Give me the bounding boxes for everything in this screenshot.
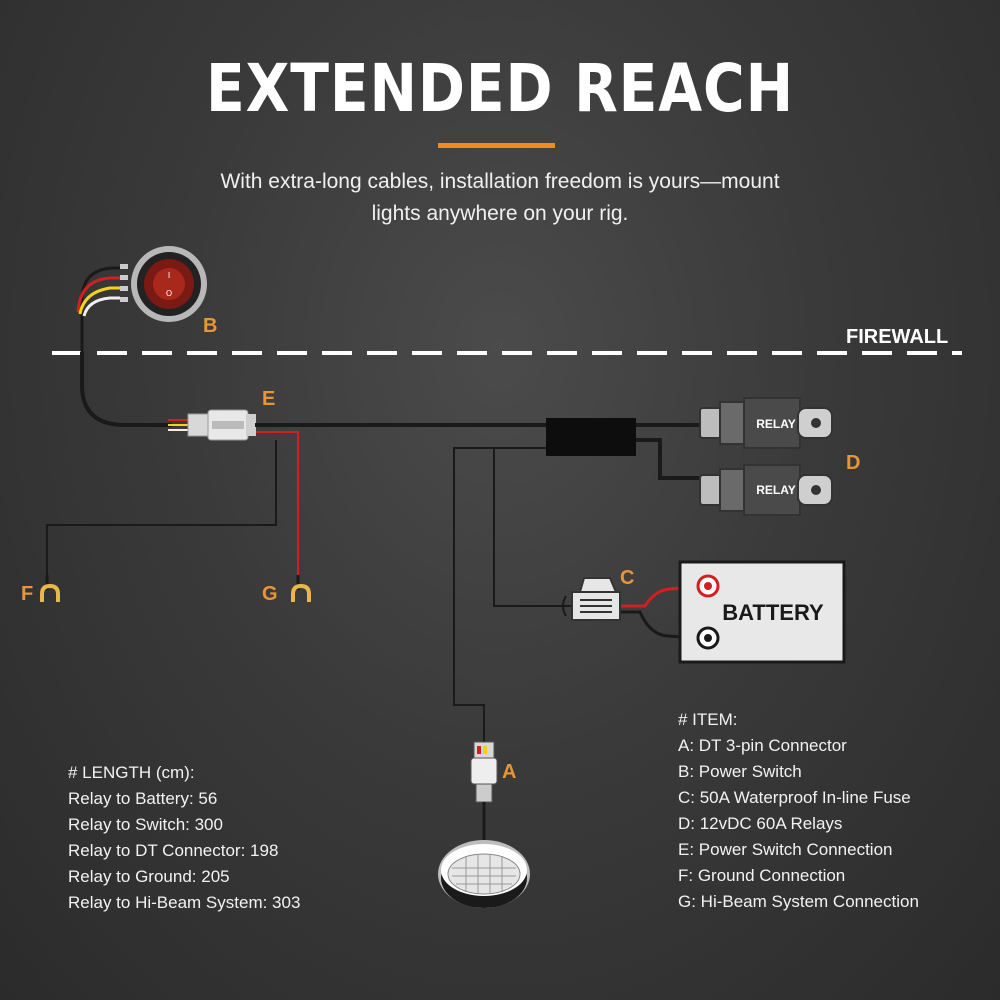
item-row: E: Power Switch Connection (678, 840, 893, 859)
marker-d: D (846, 452, 860, 474)
length-row: Relay to Hi-Beam System: 303 (68, 893, 301, 912)
firewall-label: FIREWALL (846, 326, 949, 348)
item-row: F: Ground Connection (678, 866, 846, 885)
relay-label-1: RELAY (756, 417, 796, 431)
marker-g: G (262, 583, 278, 605)
main-harness (46, 423, 701, 740)
battery: BATTERY (678, 560, 846, 664)
relay-label-2: RELAY (756, 483, 796, 497)
marker-c: C (620, 567, 634, 589)
battery-label: BATTERY (722, 600, 824, 625)
switch-wires (76, 266, 172, 427)
relay-1: RELAY (699, 397, 833, 449)
relay-2: RELAY (699, 464, 833, 516)
item-row: A: DT 3-pin Connector (678, 736, 847, 755)
svg-text:O: O (166, 289, 172, 298)
svg-text:I: I (168, 271, 170, 280)
length-row: Relay to Switch: 300 (68, 815, 223, 834)
length-row: Relay to Battery: 56 (68, 789, 218, 808)
inline-fuse (562, 577, 621, 621)
marker-b: B (203, 315, 217, 337)
dt-connector (470, 740, 498, 845)
page-subtitle: With extra-long cables, installation fre… (220, 170, 780, 225)
item-heading: # ITEM: (678, 710, 738, 729)
junction-box (546, 418, 636, 456)
item-list: # ITEM: A: DT 3-pin Connector B: Power S… (678, 707, 919, 915)
hi-beam-terminal (291, 575, 311, 602)
item-row: C: 50A Waterproof In-line Fuse (678, 788, 911, 807)
power-switch-connector (168, 409, 256, 441)
marker-f: F (21, 583, 33, 605)
item-row: D: 12vDC 60A Relays (678, 814, 843, 833)
length-list: # LENGTH (cm): Relay to Battery: 56 Rela… (68, 760, 300, 916)
length-row: Relay to Ground: 205 (68, 867, 230, 886)
power-switch: I O (120, 246, 207, 322)
item-row: B: Power Switch (678, 762, 802, 781)
length-row: Relay to DT Connector: 198 (68, 841, 279, 860)
length-heading: # LENGTH (cm): (68, 763, 195, 782)
marker-a: A (502, 761, 516, 783)
light-fixture (438, 840, 530, 908)
page-title: EXTENDED REACH (206, 50, 794, 127)
title-accent-bar (438, 143, 555, 148)
ground-terminal (40, 575, 60, 602)
item-row: G: Hi-Beam System Connection (678, 892, 919, 911)
marker-e: E (262, 388, 275, 410)
